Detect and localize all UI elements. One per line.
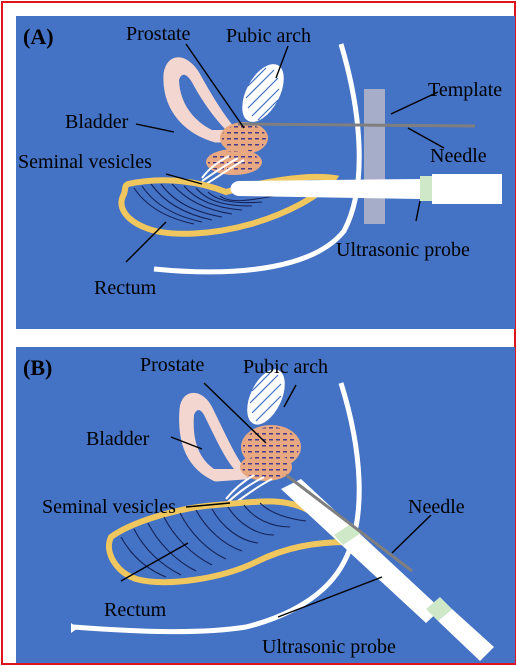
label-ultrasonic-probe: Ultrasonic probe (262, 637, 396, 657)
label-needle: Needle (408, 497, 465, 517)
label-prostate: Prostate (140, 355, 204, 375)
panel-label-a: (A) (23, 26, 54, 48)
probe-handle (438, 609, 494, 661)
ultrasonic-probe (231, 179, 421, 199)
label-prostate: Prostate (126, 24, 190, 44)
label-bladder: Bladder (65, 112, 128, 132)
label-rectum: Rectum (94, 278, 156, 298)
prostate-texture (222, 124, 266, 152)
label-rectum: Rectum (104, 600, 166, 620)
panel-a: (A) Prostate Pubic arch Template Bladder… (16, 16, 515, 329)
label-pubic-arch: Pubic arch (243, 357, 328, 377)
label-seminal-vesicles: Seminal vesicles (18, 152, 152, 172)
label-needle: Needle (430, 146, 487, 166)
label-seminal-vesicles: Seminal vesicles (42, 497, 176, 517)
label-pubic-arch: Pubic arch (226, 26, 311, 46)
template (364, 89, 385, 224)
label-template: Template (428, 80, 502, 100)
probe-handle (432, 174, 502, 204)
needle (238, 124, 475, 126)
label-ultrasonic-probe: Ultrasonic probe (336, 240, 470, 260)
panel-label-b: (B) (23, 357, 52, 379)
probe-handle-ring (420, 176, 432, 201)
label-bladder: Bladder (86, 429, 149, 449)
panel-b: (B) Prostate Pubic arch Bladder Needle S… (16, 347, 515, 663)
